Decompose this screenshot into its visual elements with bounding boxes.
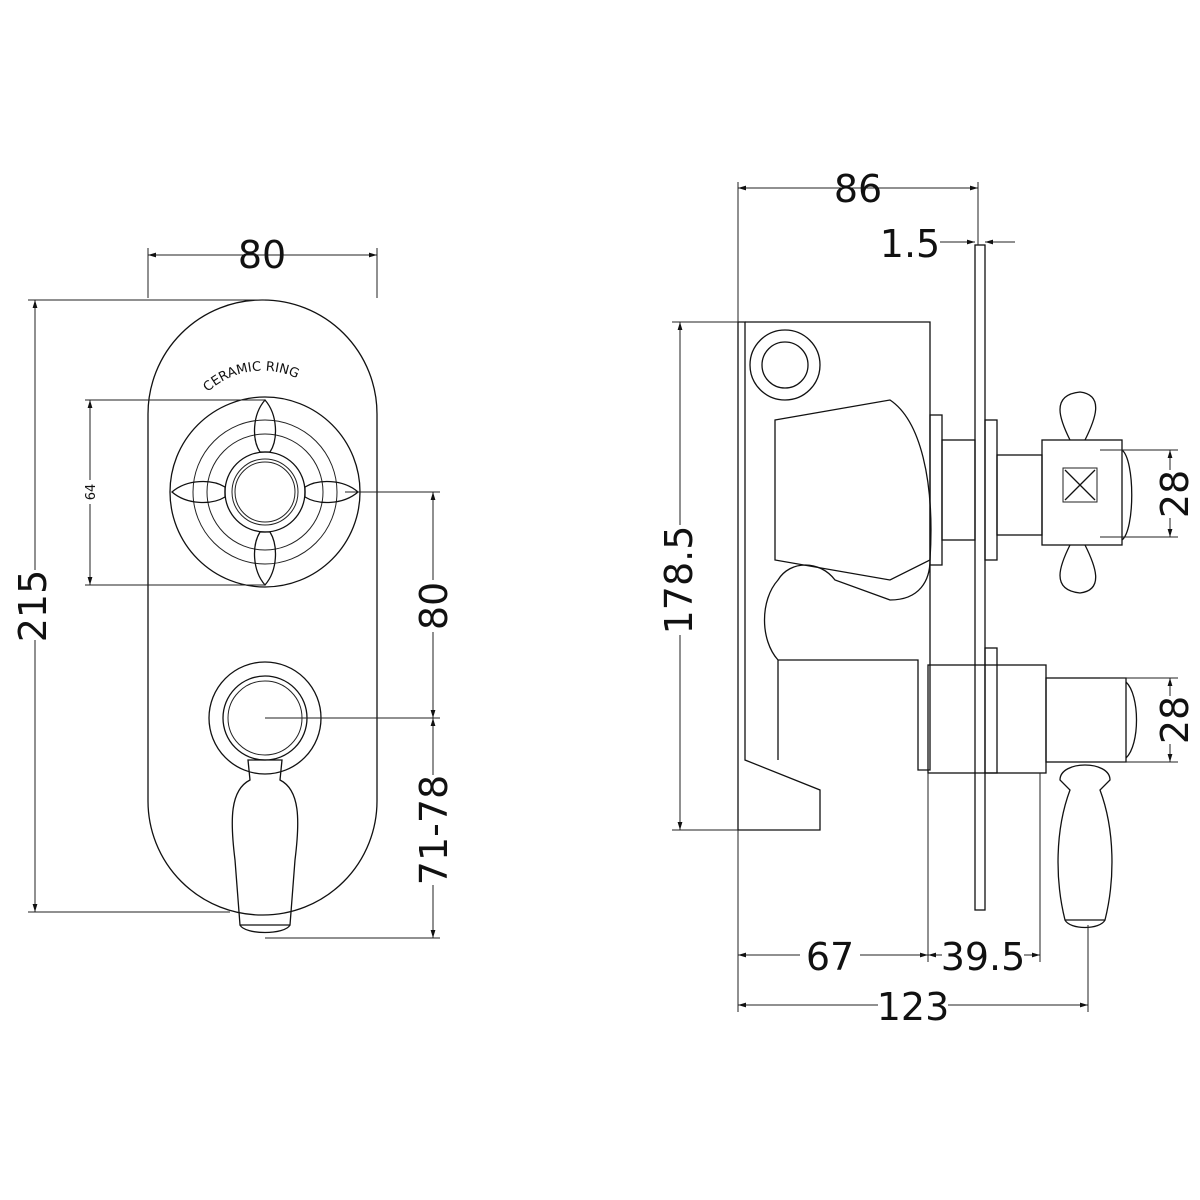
dim-lever-projection: 71-78: [412, 775, 456, 885]
dim-width: 80: [238, 233, 286, 277]
dim-overall-depth: 123: [877, 985, 950, 1029]
cross-handle-side: [1041, 439, 1123, 546]
dim-handle-span: 64: [84, 484, 99, 501]
dim-height: 215: [11, 570, 55, 643]
cross-handle: [169, 396, 361, 588]
dim-body-height: 178.5: [657, 526, 701, 635]
dim-projection: 39.5: [941, 935, 1026, 979]
valve-body: [737, 321, 821, 831]
dim-lower-spindle: 28: [1153, 696, 1197, 744]
dim-upper-spindle: 28: [1153, 470, 1197, 518]
front-view: CERAMIC RING 80 215 64 80 71-78: [11, 233, 456, 939]
dim-rough-depth: 67: [806, 935, 854, 979]
lever-side: [1057, 764, 1113, 921]
dim-body-depth: 86: [834, 167, 882, 211]
wall-plate: [974, 244, 986, 911]
dim-handle-spacing: 80: [412, 582, 456, 630]
side-view: 86 1.5 178.5 28 28 67 39.5 123: [657, 167, 1197, 1029]
cover-plate: [147, 299, 378, 916]
ceramic-ring-label: CERAMIC RING: [201, 360, 302, 396]
lever-handle: [208, 661, 322, 934]
dim-plate-thickness: 1.5: [880, 222, 940, 266]
